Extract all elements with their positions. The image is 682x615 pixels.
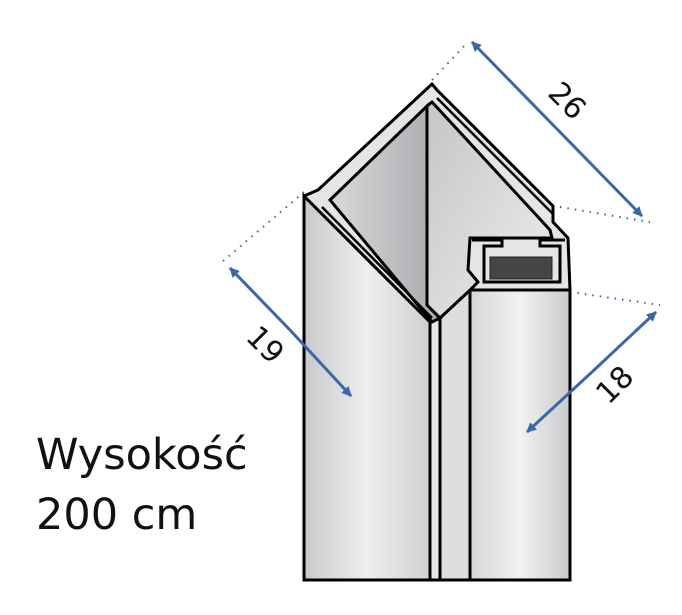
magnet-strip	[489, 256, 553, 280]
arrow-18	[590, 310, 658, 374]
inner-edge-line-right	[436, 97, 554, 215]
arrow-26	[470, 40, 558, 130]
inner-edge-line	[321, 206, 433, 319]
inner-cavity-right	[425, 99, 554, 321]
height-label: Wysokość 200 cm	[36, 425, 248, 545]
arrow-18b	[525, 370, 594, 434]
magnet-channel	[472, 238, 565, 284]
arrow-19b	[288, 328, 353, 398]
right-panel	[468, 288, 572, 582]
dimension-label-19: 19	[239, 319, 291, 371]
arrow-26b	[554, 126, 644, 218]
extension-lines	[221, 41, 661, 433]
arrow-19	[228, 266, 292, 332]
center-bevel	[438, 286, 472, 582]
height-label-title: Wysokość	[36, 430, 248, 480]
dimension-arrows	[228, 40, 658, 434]
height-label-value: 200 cm	[36, 490, 198, 540]
